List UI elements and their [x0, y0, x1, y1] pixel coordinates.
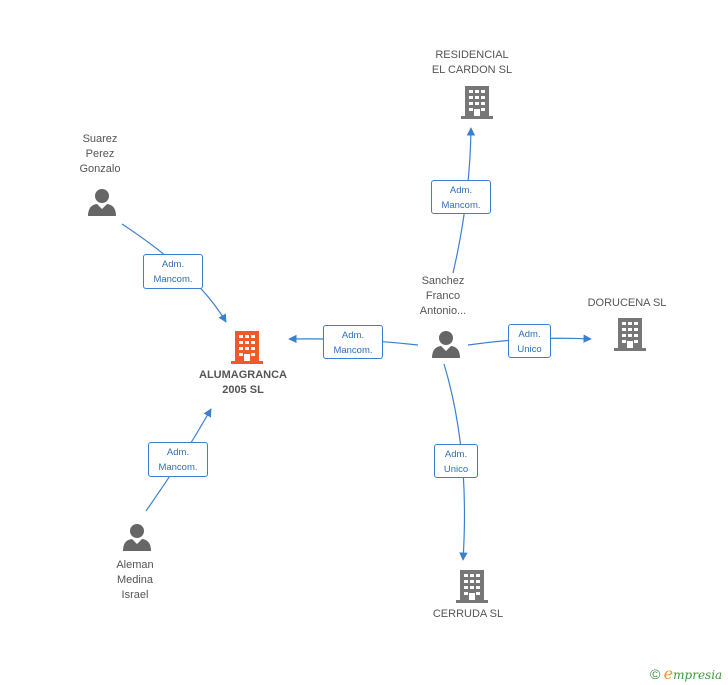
- node-label-line: Perez: [85, 148, 115, 160]
- node-label-line: Sanchez: [421, 275, 465, 287]
- relation-line: Adm.: [449, 185, 473, 196]
- node-label-line: Aleman: [116, 559, 154, 571]
- node-label-line: DORUCENA SL: [587, 297, 667, 309]
- building-icon-alumagranca: [231, 331, 263, 364]
- relation-label-aleman-alumagranca[interactable]: Adm. Mancom.: [148, 442, 208, 477]
- node-label-line: Antonio...: [419, 305, 467, 317]
- copyright-icon: ©: [650, 666, 661, 682]
- node-label-sanchez[interactable]: Sanchez Franco Antonio...: [403, 274, 483, 319]
- relation-label-sanchez-dorucena[interactable]: Adm. Unico: [508, 324, 551, 358]
- relation-line: Adm.: [444, 449, 468, 460]
- relation-line: Mancom.: [158, 462, 198, 473]
- node-label-line: Medina: [116, 574, 154, 586]
- node-label-line: Gonzalo: [79, 163, 121, 175]
- building-icon-dorucena: [614, 318, 646, 351]
- node-label-suarez[interactable]: Suarez Perez Gonzalo: [60, 132, 140, 177]
- person-icon-aleman: [123, 524, 151, 551]
- node-label-line: Israel: [121, 589, 149, 601]
- node-label-cerruda[interactable]: CERRUDA SL: [418, 607, 518, 622]
- relation-line: Unico: [443, 464, 469, 475]
- node-label-line: 2005 SL: [222, 384, 264, 396]
- relation-label-sanchez-alumagranca[interactable]: Adm. Mancom.: [323, 325, 383, 359]
- node-label-dorucena[interactable]: DORUCENA SL: [575, 296, 679, 311]
- logo-text: mpresia: [673, 668, 723, 682]
- relation-line: Adm.: [161, 259, 185, 270]
- logo-letter: e: [663, 664, 674, 683]
- relation-line: Adm.: [518, 329, 541, 340]
- person-icon-suarez: [88, 189, 116, 216]
- relation-line: Mancom.: [333, 345, 373, 356]
- relation-label-suarez-alumagranca[interactable]: Adm. Mancom.: [143, 254, 203, 289]
- building-icon-cerruda: [456, 570, 488, 603]
- relation-label-sanchez-residencial[interactable]: Adm. Mancom.: [431, 180, 491, 214]
- building-icon-residencial: [461, 86, 493, 119]
- relation-label-sanchez-cerruda[interactable]: Adm. Unico: [434, 444, 478, 478]
- node-label-line: CERRUDA SL: [432, 608, 504, 620]
- node-label-alumagranca[interactable]: ALUMAGRANCA 2005 SL: [183, 368, 303, 398]
- person-icon-sanchez: [432, 331, 460, 358]
- relation-line: Mancom.: [441, 200, 481, 211]
- node-label-line: Franco: [425, 290, 461, 302]
- node-label-aleman[interactable]: Aleman Medina Israel: [95, 558, 175, 603]
- footer-brand: © empresia: [650, 664, 722, 684]
- relation-line: Adm.: [341, 330, 365, 341]
- node-label-residencial[interactable]: RESIDENCIAL EL CARDON SL: [412, 48, 532, 78]
- relation-line: Unico: [517, 344, 542, 355]
- relation-line: Mancom.: [153, 274, 193, 285]
- empresia-logo: empresia: [664, 664, 723, 683]
- node-label-line: ALUMAGRANCA: [199, 369, 287, 381]
- node-label-line: RESIDENCIAL: [435, 49, 509, 61]
- node-label-line: EL CARDON SL: [431, 64, 513, 76]
- relation-line: Adm.: [166, 447, 190, 458]
- node-label-line: Suarez: [82, 133, 118, 145]
